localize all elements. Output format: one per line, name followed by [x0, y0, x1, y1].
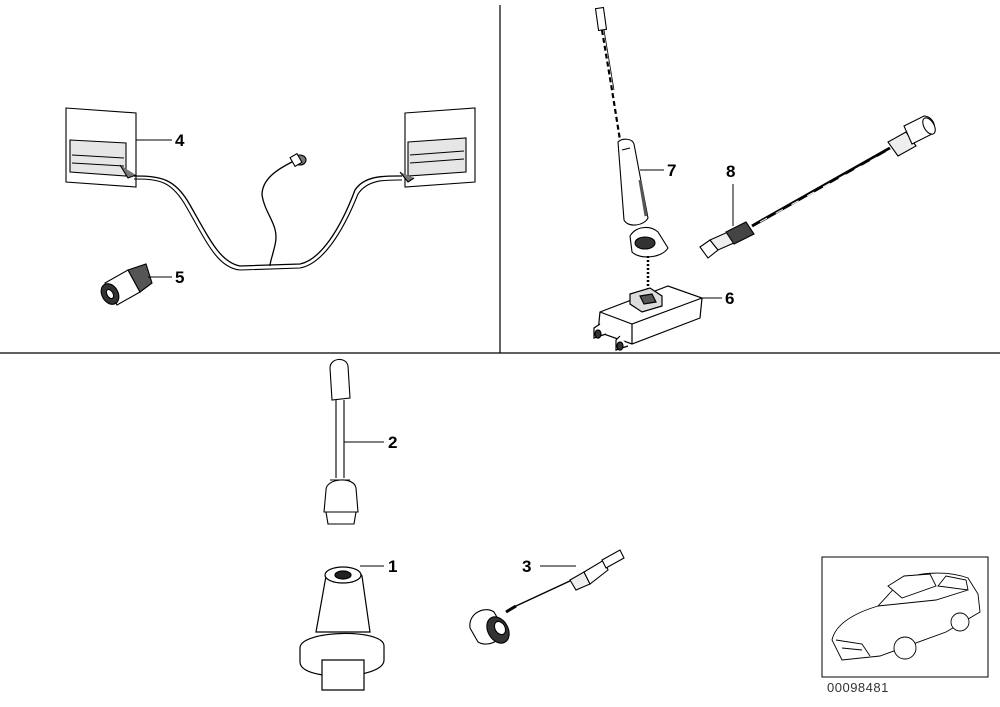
vehicle-thumbnail: [821, 556, 989, 678]
part-7-roof-antenna-mast: [594, 6, 669, 296]
part-4-window-antenna-wiring: [65, 107, 476, 271]
callout-8: 8: [726, 162, 736, 181]
part-5-cable-connector: [100, 263, 172, 306]
diagram-id: 00098481: [827, 680, 889, 695]
callout-1: 1: [388, 557, 398, 576]
part-1-antenna-base: [299, 565, 385, 691]
part-8-antenna-lead: [699, 115, 936, 259]
callout-7: 7: [667, 161, 677, 180]
part-2-rod-antenna: [323, 358, 384, 525]
callout-4: 4: [175, 131, 185, 150]
callout-2: 2: [388, 433, 398, 452]
part-6-roof-antenna-amplifier: [593, 285, 722, 351]
section-dividers: [0, 5, 1000, 354]
callout-3: 3: [522, 557, 532, 576]
part-3-antenna-cable: [469, 549, 625, 645]
callout-5: 5: [175, 268, 185, 287]
callout-6: 6: [725, 289, 735, 308]
